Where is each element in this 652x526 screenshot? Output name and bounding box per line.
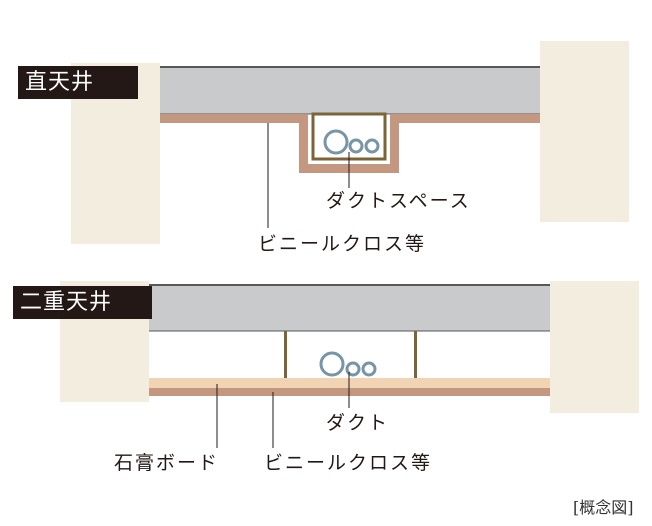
direct-ceiling-tag: 直天井 — [18, 66, 138, 99]
wall-right-bottom — [550, 281, 639, 413]
duct-space-label: ダクトスペース — [326, 190, 471, 212]
double-ceiling-tag: 二重天井 — [13, 286, 152, 319]
duct-pipe-small-icon — [345, 361, 361, 377]
vinyl-cloth-label-top: ビニールクロス等 — [258, 233, 427, 255]
cloth-top-right — [390, 114, 540, 123]
duct-pipe-small-icon — [361, 361, 377, 377]
wall-right-top — [540, 41, 629, 222]
cloth-recess-left — [299, 114, 308, 173]
duct-pipe-large-icon — [323, 129, 349, 155]
duct-label: ダクト — [326, 412, 390, 434]
duct-pipe-large-icon — [319, 351, 345, 377]
vinyl-cloth-label-bottom: ビニールクロス等 — [264, 452, 433, 474]
cloth-top-left — [160, 114, 308, 123]
hanger-left — [284, 331, 287, 378]
duct-pipe-small-icon — [348, 138, 364, 154]
concept-note: [概念図] — [573, 498, 634, 517]
duct-pipe-small-icon — [364, 138, 380, 154]
hanger-right — [414, 331, 417, 378]
slab-top — [160, 67, 540, 114]
cloth-recess-right — [390, 114, 399, 173]
gypsum-board-label: 石膏ボード — [114, 452, 220, 474]
slab-bottom — [149, 285, 550, 331]
